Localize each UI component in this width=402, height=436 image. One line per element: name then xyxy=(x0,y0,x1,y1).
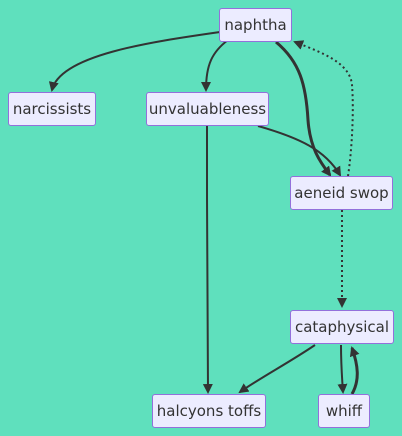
edge-unvaluableness-halcyons-toffs xyxy=(202,125,213,394)
node-halcyons-toffs[interactable]: halcyons toffs xyxy=(152,394,266,428)
node-naphtha[interactable]: naphtha xyxy=(219,8,292,42)
node-aeneid-swop[interactable]: aeneid swop xyxy=(290,176,393,210)
node-narcissists[interactable]: narcissists xyxy=(8,92,96,126)
node-whiff[interactable]: whiff xyxy=(318,394,370,428)
edge-naphtha-unvaluableness xyxy=(201,39,229,92)
edge-cataphysical-whiff xyxy=(337,344,348,394)
edge-aeneid-swop-naphtha xyxy=(293,40,354,177)
edge-whiff-cataphysical xyxy=(349,346,360,395)
edge-naphtha-narcissists xyxy=(48,31,221,92)
edge-naphtha-aeneid-swop xyxy=(275,40,332,177)
edge-unvaluableness-aeneid-swop xyxy=(257,125,342,177)
edge-cataphysical-halcyons-toffs xyxy=(238,344,316,394)
node-cataphysical[interactable]: cataphysical xyxy=(290,310,394,344)
node-unvaluableness[interactable]: unvaluableness xyxy=(146,92,269,126)
